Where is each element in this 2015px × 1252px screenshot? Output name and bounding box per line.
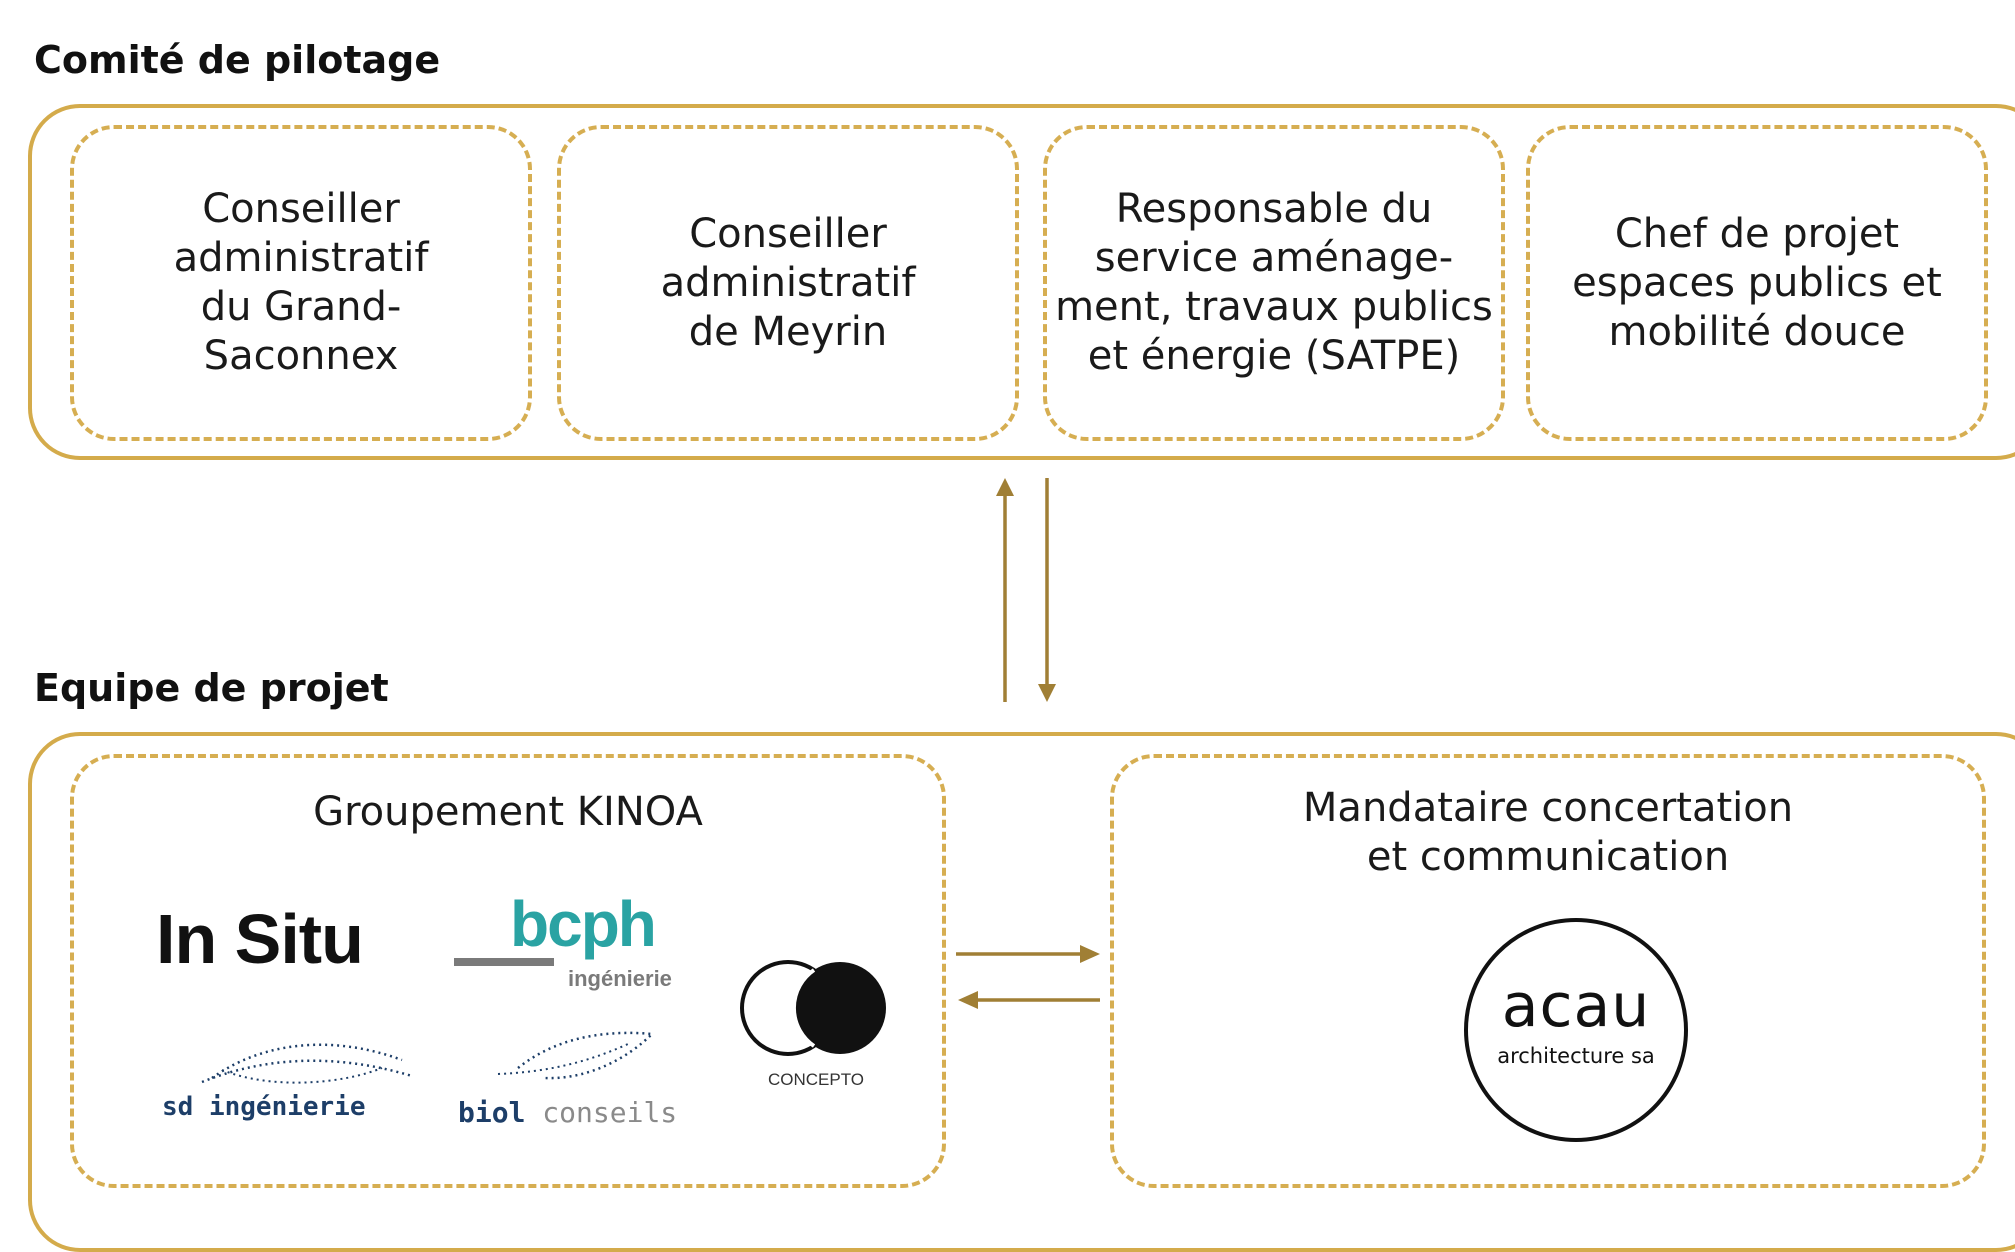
sd-ingenierie-logo: sd ingénierie [162, 1032, 432, 1132]
steering-committee-frame [28, 104, 2015, 460]
member-label: Chef de projet espaces publics et mobili… [1572, 210, 1942, 355]
concepto-circle-filled [794, 962, 886, 1054]
concepto-logo: CONCEPTO [736, 958, 896, 1098]
mandataire-title: Mandataire concertation et communication [1302, 785, 1794, 880]
project-team-title: Equipe de projet [34, 666, 389, 710]
bcph-subtitle: ingénierie [568, 966, 672, 991]
mandataire-box: Mandataire concertation et communication… [1110, 754, 1986, 1188]
member-label: Conseiller administratif du Grand- Sacon… [173, 186, 429, 379]
member-box-chef-projet: Chef de projet espaces publics et mobili… [1526, 125, 1988, 441]
arrow-right-head [1080, 945, 1100, 963]
member-box-meyrin: Conseiller administratif de Meyrin [557, 125, 1019, 441]
kinoa-group-box: Groupement KINOA In Situ bcph ingénierie… [70, 754, 946, 1188]
acau-subtitle: architecture sa [1497, 1044, 1655, 1068]
steering-committee-title: Comité de pilotage [34, 38, 441, 82]
concepto-wordmark: CONCEPTO [767, 1070, 865, 1089]
horizontal-exchange-arrows [956, 945, 1100, 1009]
arrow-up-head [996, 478, 1014, 496]
bcph-logo: bcph ingénierie [454, 892, 694, 1002]
bcph-wordmark: bcph [510, 888, 657, 960]
biol-leaf-graphic [497, 1031, 655, 1080]
bcph-bar [454, 958, 554, 966]
arrow-down-head [1038, 684, 1056, 702]
sd-wave-graphic [201, 1043, 413, 1084]
acau-wordmark: acau [1501, 971, 1651, 1041]
member-label: Responsable du service aménage- ment, tr… [1055, 186, 1493, 379]
acau-logo: acau architecture sa [1464, 918, 1688, 1142]
conseils-word: conseils [542, 1096, 678, 1129]
arrow-left-head [958, 991, 978, 1009]
concepto-overlap-arc [791, 968, 816, 1048]
sd-wordmark: sd ingénierie [162, 1092, 366, 1122]
member-box-satpe: Responsable du service aménage- ment, tr… [1043, 125, 1505, 441]
biol-conseils-logo: biol conseils [458, 1028, 698, 1138]
biol-wordmark: biol conseils [458, 1096, 677, 1129]
insitu-logo: In Situ [156, 900, 364, 978]
vertical-exchange-arrows [996, 478, 1056, 702]
biol-word: biol [458, 1096, 526, 1129]
member-label: Conseiller administratif de Meyrin [660, 210, 916, 355]
member-box-grand-saconnex: Conseiller administratif du Grand- Sacon… [70, 125, 532, 441]
kinoa-group-title: Groupement KINOA [313, 789, 703, 835]
